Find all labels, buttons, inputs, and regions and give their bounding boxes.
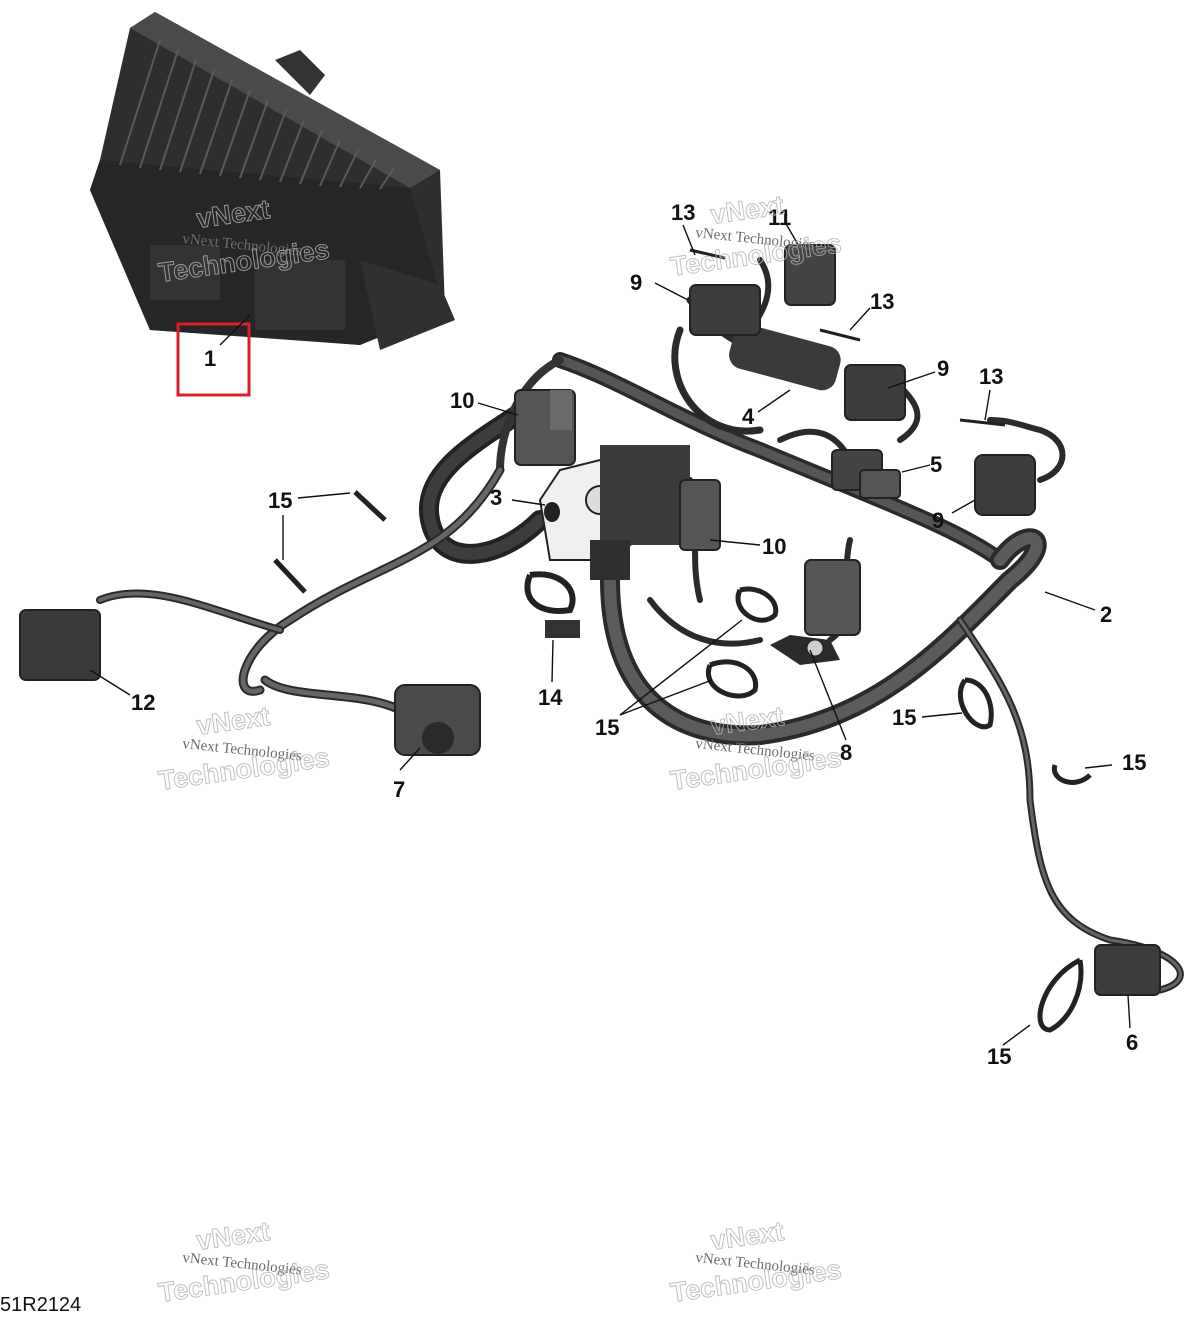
- ecm-module-part: [90, 12, 455, 350]
- clip-14-part: [524, 571, 580, 638]
- callout-9a[interactable]: 9: [630, 270, 642, 295]
- connector-12-part: [19, 609, 101, 681]
- callout-15c[interactable]: 15: [892, 705, 916, 730]
- callout-3[interactable]: 3: [490, 485, 502, 510]
- callout-15b[interactable]: 15: [595, 715, 619, 740]
- callout-1[interactable]: 1: [204, 346, 216, 371]
- svg-text:vNext: vNext: [195, 701, 272, 741]
- connector-4-part: [729, 324, 841, 391]
- callout-12[interactable]: 12: [131, 690, 155, 715]
- callout-9b[interactable]: 9: [937, 356, 949, 381]
- main-harness-part: [96, 257, 1184, 994]
- ring-terminals-13-part: [689, 248, 1006, 427]
- connector-9a-part: [689, 284, 761, 336]
- callout-13c[interactable]: 13: [979, 364, 1003, 389]
- watermark-bottom-left: vNext Technologies vNext Technologies: [156, 1215, 332, 1308]
- callout-labels: 1 2 3 4 5 6 7 8 9 9 9 10 10 11 12 13 13 …: [131, 200, 1146, 1069]
- svg-text:vNext: vNext: [709, 1216, 786, 1256]
- callout-1-highlight: [176, 322, 251, 397]
- connector-10a-part: [514, 389, 576, 466]
- diagram-reference-code: 51R2124: [0, 1294, 82, 1316]
- callout-10a[interactable]: 10: [450, 388, 474, 413]
- callout-15a[interactable]: 15: [268, 488, 292, 513]
- sensor-8-part: [770, 559, 861, 665]
- callout-13b[interactable]: 13: [870, 289, 894, 314]
- callout-15e[interactable]: 15: [987, 1044, 1011, 1069]
- callout-6[interactable]: 6: [1126, 1030, 1138, 1055]
- leader-lines: [89, 221, 1131, 1046]
- callout-4[interactable]: 4: [742, 404, 755, 429]
- callout-9c[interactable]: 9: [932, 508, 944, 533]
- connector-9b-part: [844, 364, 906, 421]
- connector-9c-part: [974, 454, 1036, 516]
- connector-5-part: [831, 449, 901, 499]
- callout-7[interactable]: 7: [393, 777, 405, 802]
- connector-10b-part: [679, 479, 721, 551]
- watermark-bottom-right: vNext Technologies vNext Technologies: [668, 1215, 844, 1308]
- callout-11[interactable]: 11: [768, 205, 791, 230]
- throttle-sensor-part: [538, 445, 690, 580]
- callout-10b[interactable]: 10: [762, 534, 786, 559]
- svg-text:vNext: vNext: [195, 1216, 272, 1256]
- watermark-middle-left: vNext Technologies vNext Technologies: [156, 700, 332, 796]
- callout-15d[interactable]: 15: [1122, 750, 1146, 775]
- connector-7-part: [394, 684, 481, 756]
- callout-2[interactable]: 2: [1100, 602, 1112, 627]
- callout-8[interactable]: 8: [840, 740, 852, 765]
- watermark-middle-right: vNext Technologies vNext Technologies: [668, 700, 844, 796]
- connector-11-part: [784, 244, 836, 306]
- callout-13a[interactable]: 13: [671, 200, 695, 225]
- connector-6-part: [1094, 944, 1161, 996]
- callout-14[interactable]: 14: [538, 685, 563, 710]
- tie-straps-15-part: [273, 490, 1092, 1033]
- callout-5[interactable]: 5: [930, 452, 942, 477]
